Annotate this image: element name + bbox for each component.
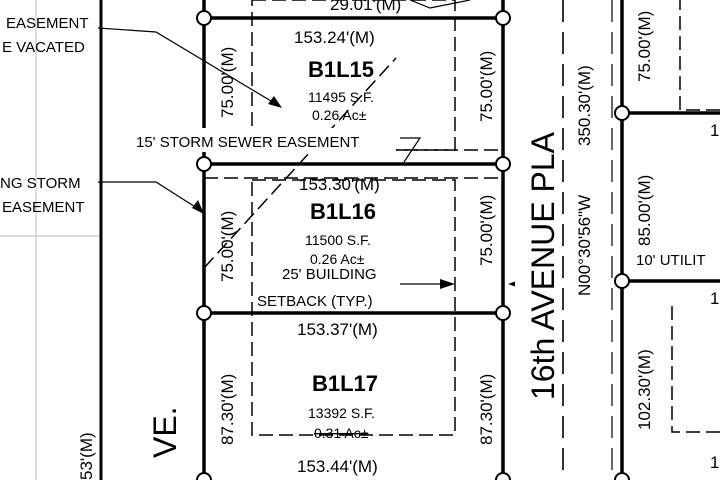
street-length-bg (568, 30, 594, 148)
lot-15-right-depth: 75.00'(M) (477, 51, 496, 122)
lot-16-right-depth: 75.00'(M) (477, 195, 496, 266)
right-lot-fragment-2: 1 (710, 289, 719, 308)
lot-16-front-width: 153.30'(M) (299, 175, 380, 194)
monument-marker (614, 273, 630, 289)
storm-easement-label-bg (134, 128, 396, 152)
background-lines (0, 0, 100, 480)
note-easement-vacated-2: E VACATED (2, 39, 85, 56)
street-row-lines (562, 0, 613, 480)
lot-17-area-sf: 13392 S.F. (308, 405, 375, 421)
right-lot-depth-2: 85.00'(M) (635, 175, 654, 246)
right-lot-depth-3: 102.30'(M) (635, 349, 654, 430)
utility-label-bg (632, 248, 720, 270)
right-lot-fragment-3: 1 (710, 453, 719, 472)
lot-15-area-ac: 0.26 Ac± (312, 107, 367, 123)
lot-16-label: B1L16 (310, 199, 376, 224)
leader-lines (97, 0, 471, 285)
street-length: 350.30'(M) (575, 65, 594, 146)
lot-16-area-ac: 0.26 Ac± (310, 251, 365, 267)
monument-marker (614, 472, 630, 480)
note-storm-sewer-easement: 15' STORM SEWER EASEMENT (136, 134, 359, 151)
setback-lines (251, 0, 720, 436)
lot-15-front-width: 153.24'(M) (294, 28, 375, 47)
monument-marker (495, 305, 511, 321)
lot-17-bottom-width: 153.44'(M) (297, 457, 378, 476)
street-name-bg (515, 0, 561, 400)
monument-marker (196, 156, 212, 172)
street-name: 16th AVENUE PLA (525, 131, 561, 400)
note-easement-vacated-1: EASEMENT (6, 15, 89, 32)
street-bearing: N00°30'56"W (575, 195, 594, 296)
right-lot-depth-1: 75.00'(M) (635, 11, 654, 82)
street-bearing-bg (568, 160, 594, 300)
monument-marker (196, 305, 212, 321)
setback-label-bg (278, 264, 400, 308)
lot-17-label: B1L17 (312, 371, 378, 396)
lot-17-area-ac: 0.31 Ac± (314, 425, 369, 441)
right-lot-fragment-1: 1 (710, 121, 719, 140)
lot-15-area-sf: 11495 S.F. (308, 89, 374, 105)
note-utility: 10' UTILIT (636, 252, 706, 269)
monument-marker (614, 105, 630, 121)
top-dimension: 29.01'(M) (330, 0, 401, 14)
note-storm-1: NG STORM (0, 175, 81, 192)
monument-marker (495, 472, 511, 480)
monument-marker (196, 10, 212, 26)
monument-marker (196, 472, 212, 480)
left-street-fragment: VE. (147, 406, 183, 458)
right-lot-lines (620, 0, 720, 480)
lot-16-left-depth: 75.00'(M) (218, 211, 237, 282)
monument-marker (495, 156, 511, 172)
corner-monuments (196, 10, 630, 480)
lot-17-right-depth: 87.30'(M) (477, 374, 496, 445)
lot-15-left-depth: 75.00'(M) (218, 47, 237, 118)
monument-marker (495, 10, 511, 26)
lot-17-left-depth: 87.30'(M) (218, 374, 237, 445)
left-street-length: 53'(M) (77, 432, 96, 480)
lot-boundaries (202, 0, 505, 480)
lot-16-area-sf: 11500 S.F. (305, 232, 371, 248)
lot-17-front-width: 153.37'(M) (297, 320, 378, 339)
note-building-setback-2: SETBACK (TYP.) (257, 293, 373, 310)
lot-15-label: B1L15 (308, 57, 374, 82)
note-building-setback-1: 25' BUILDING (282, 266, 377, 283)
note-storm-2: EASEMENT (2, 199, 85, 216)
